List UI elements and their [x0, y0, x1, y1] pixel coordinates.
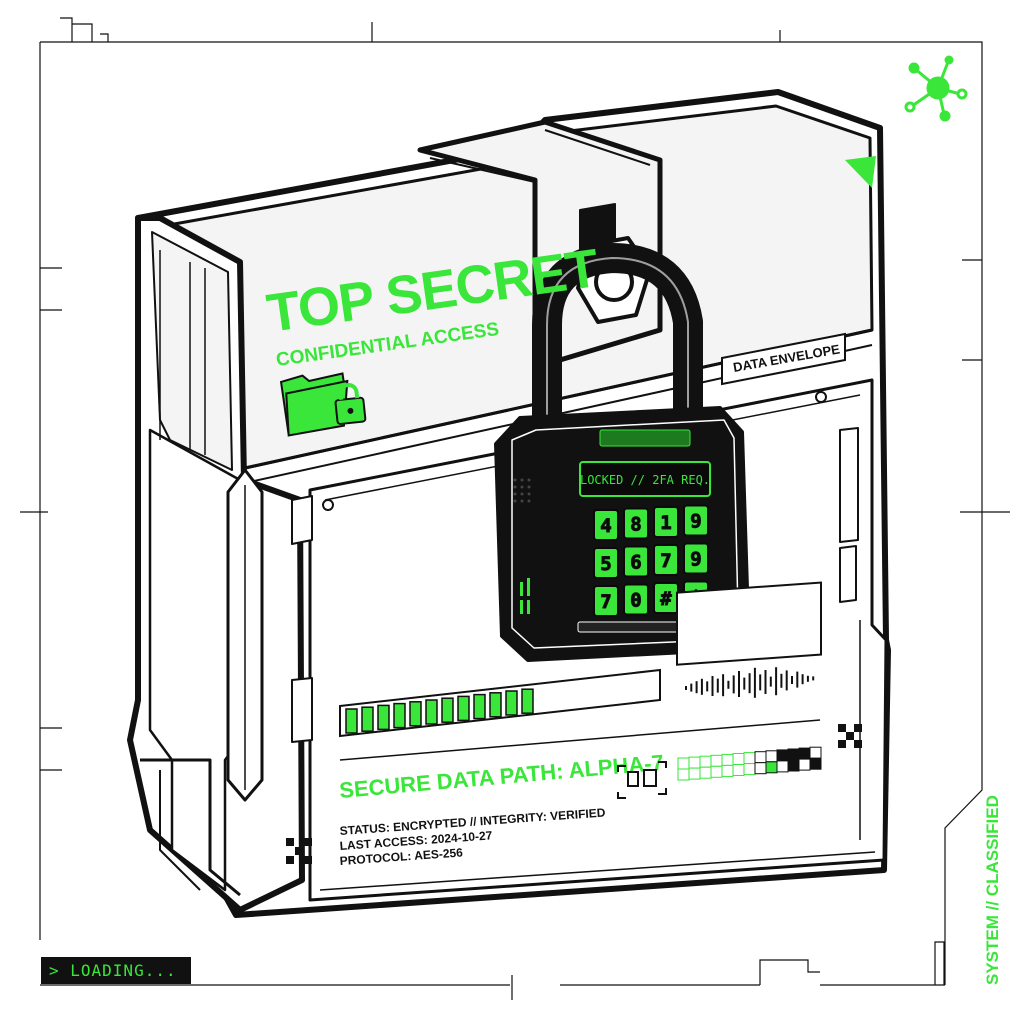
- progress-segment: [409, 701, 422, 727]
- grid-cell: [688, 756, 701, 769]
- grid-cell: [710, 765, 723, 778]
- pixel-cross-icon: [838, 724, 862, 748]
- side-handle: [127, 215, 313, 913]
- grid-cell: [798, 747, 811, 760]
- grid-cell: [732, 753, 745, 765]
- network-node-icon: [904, 55, 968, 122]
- keypad-key[interactable]: 7: [653, 544, 679, 576]
- progress-segment: [441, 697, 454, 723]
- progress-segment: [361, 706, 374, 732]
- grid-cell: [809, 746, 822, 759]
- keypad-key[interactable]: #: [653, 582, 679, 614]
- grid-cell: [688, 767, 701, 780]
- grid-cell: [787, 748, 800, 761]
- keypad-key-label: 7: [600, 591, 611, 613]
- keypad-key-label: 7: [660, 550, 671, 572]
- progress-segment: [489, 692, 502, 718]
- keypad-key[interactable]: 6: [623, 545, 649, 578]
- keypad-key[interactable]: 0: [623, 583, 649, 616]
- front-panel: SECURE DATA PATH: ALPHA-7 STATUS: ENCRYP…: [286, 581, 862, 868]
- grid-cell: [798, 758, 811, 771]
- grid-cell: [787, 759, 800, 772]
- keypad-key[interactable]: 7: [593, 585, 619, 617]
- keypad-key-label: #: [660, 588, 672, 610]
- grid-cell: [710, 754, 723, 767]
- grid-cell: [743, 752, 756, 765]
- clamp-band: [417, 119, 663, 363]
- keypad-key-label: 9: [690, 511, 701, 533]
- keypad-key-label: 0: [630, 590, 641, 612]
- keypad-key[interactable]: 8: [623, 507, 649, 540]
- grid-cell: [765, 761, 778, 774]
- keypad-key-label: 5: [600, 553, 611, 575]
- keypad-key-label: 8: [630, 514, 641, 536]
- keypad-key[interactable]: 4: [593, 509, 619, 541]
- grid-cell: [732, 764, 745, 776]
- folder-lock-icon: [279, 372, 367, 437]
- progress-segment: [425, 699, 438, 725]
- progress-segment: [457, 695, 470, 722]
- progress-segment: [377, 704, 390, 731]
- grid-cell: [776, 749, 789, 762]
- progress-segment: [505, 690, 518, 716]
- grid-cell: [809, 757, 822, 770]
- keypad-key-label: 6: [630, 552, 641, 574]
- frame-lines: [20, 17, 1010, 1000]
- grid-cell: [721, 753, 734, 766]
- keypad-key[interactable]: 1: [653, 506, 679, 538]
- status-grid-strip: [677, 746, 822, 781]
- grid-cell: [754, 762, 767, 775]
- progress-segments: [345, 688, 534, 734]
- keypad-key-label: 4: [600, 515, 611, 537]
- keypad-key[interactable]: 5: [593, 547, 619, 579]
- keypad-key[interactable]: 9: [683, 542, 709, 575]
- grid-cell: [699, 766, 712, 779]
- audio-waveform-icon: [685, 667, 815, 698]
- grid-cell: [776, 760, 789, 773]
- keypad-key-label: 1: [660, 512, 671, 534]
- grid-cell: [677, 757, 690, 770]
- keypad-key-label: 9: [690, 549, 701, 571]
- keypad-key[interactable]: 9: [683, 504, 709, 537]
- grid-cell: [721, 764, 734, 777]
- grid-cell: [765, 750, 778, 763]
- ar-cube-icon: [617, 761, 667, 799]
- grid-cell: [699, 755, 712, 768]
- grid-cell: [743, 763, 756, 776]
- grid-cell: [677, 768, 690, 781]
- side-status-text: SYSTEM // CLASSIFIED: [983, 795, 1002, 985]
- grid-cell: [754, 751, 767, 764]
- lock-screen-text: LOCKED // 2FA REQ.: [580, 473, 710, 487]
- progress-segment: [345, 708, 358, 734]
- triangle-corner-icon: [845, 156, 876, 188]
- progress-segment: [473, 693, 486, 720]
- progress-segment: [521, 688, 534, 714]
- pixel-cross-icon: [286, 838, 312, 864]
- progress-segment: [393, 702, 406, 729]
- loading-status-badge: > LOADING...: [41, 957, 191, 984]
